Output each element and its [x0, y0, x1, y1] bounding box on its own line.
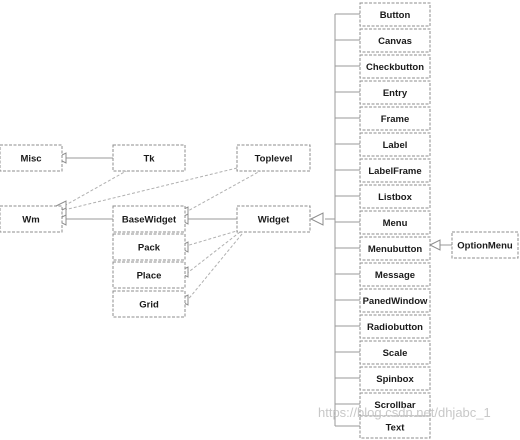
edge-tk-wm — [63, 169, 129, 207]
node-canvas: Canvas — [359, 28, 431, 53]
node-widget: Widget — [236, 205, 311, 233]
node-label: Label — [383, 140, 408, 151]
node-scrollbar: Scrollbar — [359, 392, 431, 417]
inheritance-edges — [63, 13, 452, 427]
node-label: LabelFrame — [368, 166, 421, 177]
node-label: Grid — [139, 300, 159, 311]
node-label: Tk — [143, 154, 155, 165]
node-label: BaseWidget — [122, 215, 177, 226]
node-button: Button — [359, 2, 431, 27]
node-label: Spinbox — [376, 374, 414, 385]
node-checkbutton: Checkbutton — [359, 54, 431, 79]
edge-toplevel-wm — [63, 167, 238, 211]
node-label: Pack — [138, 243, 161, 254]
node-label: Entry — [383, 88, 408, 99]
node-label: Message — [375, 270, 415, 281]
node-label: Scrollbar — [374, 400, 415, 411]
node-message: Message — [359, 262, 431, 287]
edge-widget-grid — [185, 233, 243, 303]
node-menubutton: Menubutton — [359, 236, 431, 261]
node-label: Canvas — [378, 36, 412, 47]
arrowhead-widget — [309, 212, 324, 226]
node-radiobutton: Radiobutton — [359, 314, 431, 339]
node-label: Label — [359, 132, 431, 157]
node-basewidget: BaseWidget — [112, 205, 186, 233]
node-label: Toplevel — [255, 154, 293, 165]
node-optionmenu: OptionMenu — [451, 231, 519, 259]
node-spinbox: Spinbox — [359, 366, 431, 391]
subclass-branches — [335, 13, 360, 427]
node-label: Wm — [22, 215, 39, 226]
node-tk: Tk — [112, 144, 186, 172]
node-label: Menu — [383, 218, 408, 229]
node-label: PanedWindow — [363, 296, 428, 307]
node-listbox: Listbox — [359, 184, 431, 209]
node-label: Button — [380, 10, 411, 21]
node-pack: Pack — [112, 233, 186, 261]
node-label: OptionMenu — [457, 241, 513, 252]
node-menu: Menu — [359, 210, 431, 235]
node-scale: Scale — [359, 340, 431, 365]
edge-widget-place — [185, 231, 241, 275]
node-label: Widget — [258, 215, 290, 226]
node-text: Text — [359, 415, 431, 439]
node-misc: Misc — [0, 144, 63, 172]
node-entry: Entry — [359, 80, 431, 105]
node-panedwindow: PanedWindow — [359, 288, 431, 313]
node-label: Place — [137, 271, 162, 282]
node-label: Scale — [383, 348, 408, 359]
node-label: Listbox — [378, 192, 412, 203]
edge-widget-pack — [185, 229, 241, 247]
node-frame: Frame — [359, 106, 431, 131]
node-labelframe: LabelFrame — [359, 158, 431, 183]
node-label: Frame — [381, 114, 410, 125]
node-wm: Wm — [0, 205, 63, 233]
node-label: Radiobutton — [367, 322, 423, 333]
node-grid: Grid — [112, 290, 186, 318]
node-toplevel: Toplevel — [236, 144, 311, 172]
node-label: Misc — [20, 154, 41, 165]
node-place: Place — [112, 261, 186, 289]
node-label: Menubutton — [368, 244, 423, 255]
node-label: Text — [386, 423, 406, 434]
arrowhead-menubutton — [428, 239, 441, 251]
edge-toplevel-basewidget — [185, 169, 263, 213]
node-label: Checkbutton — [366, 62, 424, 73]
